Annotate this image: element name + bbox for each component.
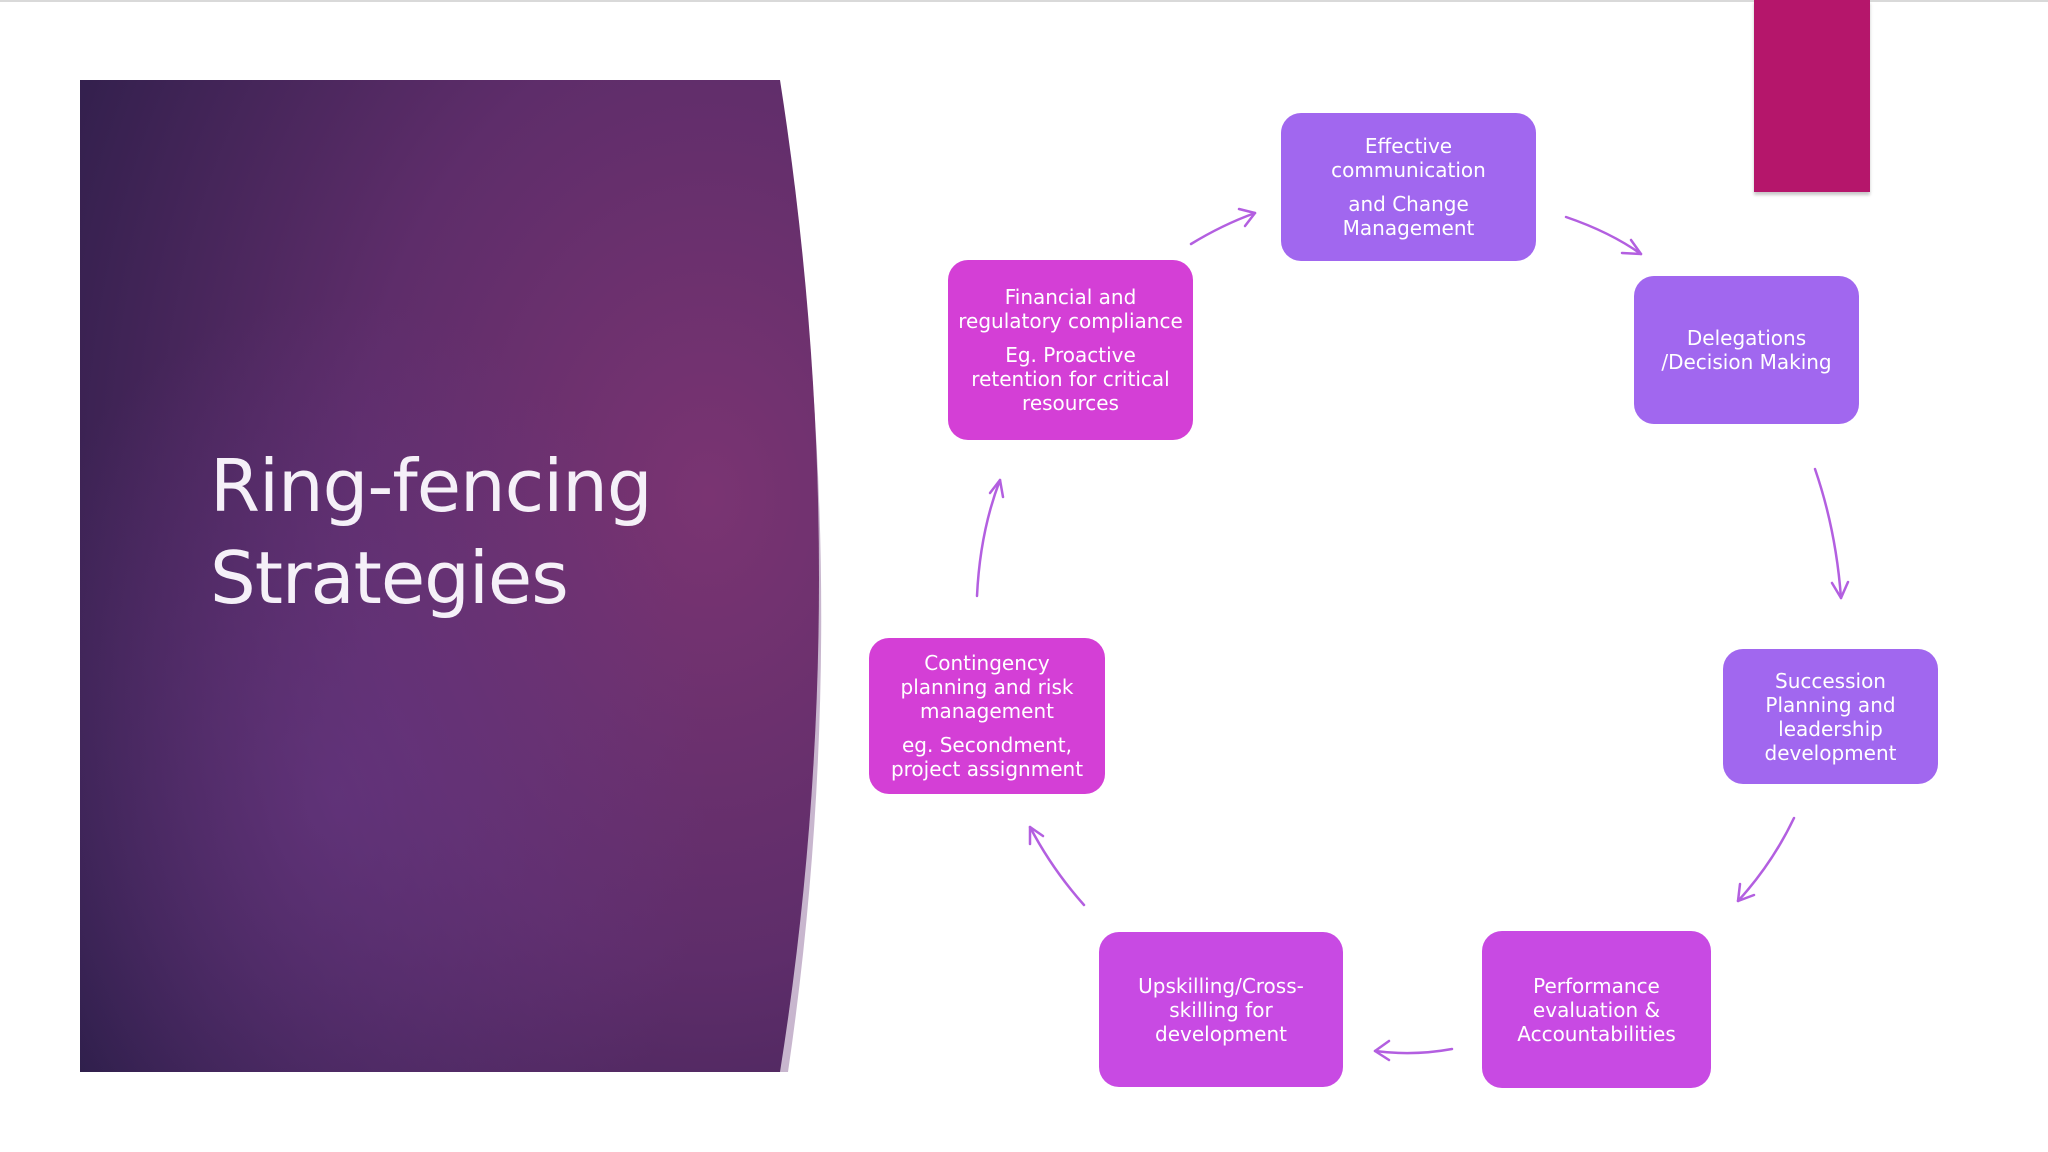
node-delegations-text: Delegations /Decision Making <box>1661 326 1832 374</box>
arrow-delegations-to-succession <box>1813 467 1850 600</box>
slide-title-line-1: Ring-fencing <box>210 444 653 528</box>
node-effective-communication-text: Effective communication <box>1331 134 1486 182</box>
node-upskilling: Upskilling/Cross-skilling for developmen… <box>1099 932 1343 1087</box>
node-succession-planning: Succession Planning and leadership devel… <box>1723 649 1938 784</box>
node-upskilling-text: Upskilling/Cross-skilling for developmen… <box>1138 973 1304 1046</box>
slide-title-line-2: Strategies <box>210 536 569 620</box>
node-effective-communication: Effective communication and Change Manag… <box>1281 113 1536 261</box>
accent-tab <box>1754 0 1870 192</box>
arrow-communication-to-delegations <box>1564 215 1643 256</box>
top-rule <box>0 0 2048 2</box>
slide-title: Ring-fencing Strategies <box>210 440 770 624</box>
arrow-financial-to-communication <box>1189 207 1257 246</box>
node-financial-compliance: Financial and regulatory compliance Eg. … <box>948 260 1193 440</box>
node-performance-evaluation: Performance evaluation & Accountabilitie… <box>1482 931 1711 1088</box>
panel-glow <box>80 80 819 1072</box>
node-financial-compliance-text: Financial and regulatory compliance <box>958 285 1183 333</box>
arrow-performance-to-upskilling <box>1373 1039 1454 1062</box>
node-contingency-planning: Contingency planning and risk management… <box>869 638 1105 794</box>
node-performance-evaluation-text: Performance evaluation & Accountabilitie… <box>1517 973 1676 1046</box>
arrow-succession-to-performance <box>1736 816 1796 903</box>
node-effective-communication-subtext: and Change Management <box>1342 192 1475 240</box>
node-financial-compliance-subtext: Eg. Proactive retention for critical res… <box>971 343 1170 415</box>
node-contingency-planning-subtext: eg. Secondment, project assignment <box>890 733 1084 781</box>
node-succession-planning-text: Succession Planning and leadership devel… <box>1764 668 1897 765</box>
node-delegations: Delegations /Decision Making <box>1634 276 1859 424</box>
arrow-upskilling-to-contingency <box>1028 825 1086 907</box>
arrow-contingency-to-financial <box>975 478 1005 598</box>
node-contingency-planning-text: Contingency planning and risk management <box>900 651 1074 723</box>
